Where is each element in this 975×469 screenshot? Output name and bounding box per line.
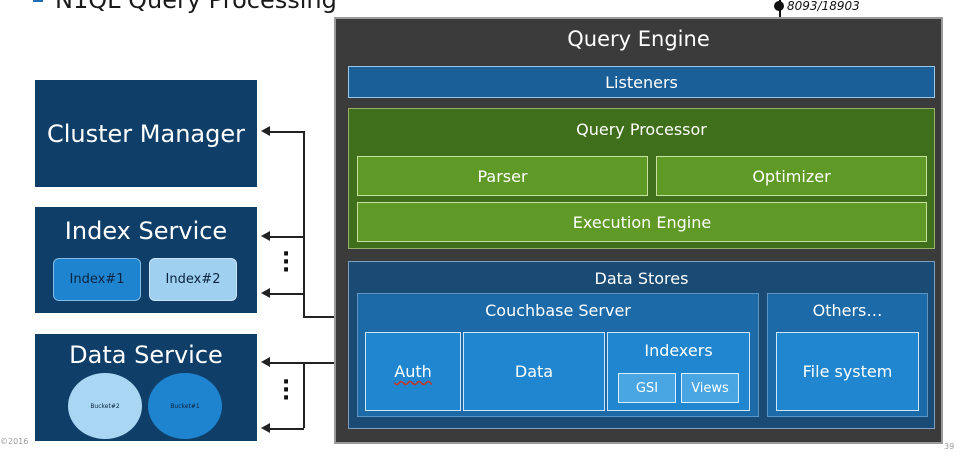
ellipsis-vertical-data: ···: [281, 370, 291, 411]
index-chip-1: Index#1: [53, 258, 141, 301]
connector-to-index-upper: [268, 236, 304, 238]
connector-to-engine-lower: [303, 362, 334, 364]
file-system-tile: File system: [776, 332, 919, 411]
arrow-to-index-lower: [261, 288, 270, 298]
index-service-label: Index Service: [64, 217, 228, 245]
indexers-tile: Indexers GSI Views: [607, 332, 750, 411]
page-title: N1QL Query Processing: [55, 0, 337, 14]
data-tile: Data: [463, 332, 605, 411]
ellipsis-vertical-index: ···: [281, 242, 291, 283]
data-stores-title-wrap: Data Stores: [349, 264, 934, 292]
others-title: Others…: [812, 300, 883, 320]
auth-tile: Auth: [365, 332, 461, 411]
cluster-manager-label: Cluster Manager: [46, 119, 245, 148]
connector-to-data-lower: [268, 428, 304, 430]
query-processor-title-wrap: Query Processor: [349, 115, 934, 143]
connector-vertical-lower: [303, 362, 305, 428]
arrow-to-index-upper: [261, 231, 270, 241]
port-label: 8093/18903: [787, 0, 860, 13]
bucket-circle-1: Bucket#2: [68, 373, 142, 439]
data-stores-title: Data Stores: [594, 268, 689, 288]
indexers-title-wrap: Indexers: [608, 337, 749, 363]
index-service-title-wrap: Index Service: [35, 211, 257, 251]
data-service-label: Data Service: [69, 341, 223, 369]
index-chip-2: Index#2: [149, 258, 237, 301]
slide-number: 39: [944, 442, 955, 451]
execution-engine-box: Execution Engine: [357, 202, 927, 242]
bucket-circle-2: Bucket#1: [148, 373, 222, 439]
data-service-box: Data Service Bucket#2 Bucket#1: [33, 332, 259, 443]
couchbase-server-title: Couchbase Server: [485, 300, 631, 320]
title-bullet: [33, 0, 43, 2]
connector-to-cluster-manager: [268, 131, 304, 133]
connector-vertical-upper: [303, 131, 305, 316]
copyright-text: ©2016: [0, 437, 29, 446]
connector-to-data-upper: [268, 362, 304, 364]
query-engine-box: Query Engine Listeners Query Processor P…: [334, 17, 943, 444]
indexers-title: Indexers: [644, 340, 713, 360]
others-box: Others… File system: [767, 293, 928, 417]
query-processor-title: Query Processor: [576, 119, 707, 139]
query-engine-title-wrap: Query Engine: [336, 22, 941, 56]
arrow-to-cluster-manager: [261, 126, 270, 136]
data-service-title-wrap: Data Service: [35, 336, 257, 374]
query-processor-box: Query Processor Parser Optimizer Executi…: [348, 108, 935, 249]
connector-to-engine-upper: [303, 316, 334, 318]
optimizer-box: Optimizer: [656, 156, 927, 196]
connector-to-index-lower: [268, 293, 304, 295]
views-box: Views: [681, 373, 739, 403]
couchbase-server-box: Couchbase Server Auth Data Indexers GSI …: [357, 293, 759, 417]
query-engine-title: Query Engine: [567, 27, 710, 51]
couchbase-server-title-wrap: Couchbase Server: [358, 296, 758, 324]
parser-box: Parser: [357, 156, 648, 196]
data-stores-box: Data Stores Couchbase Server Auth Data I…: [348, 261, 935, 429]
port-dot: [774, 1, 784, 11]
others-title-wrap: Others…: [768, 296, 927, 324]
arrow-to-data-upper: [261, 357, 270, 367]
auth-label: Auth: [394, 362, 432, 381]
index-service-box: Index Service Index#1 Index#2: [33, 205, 259, 315]
listeners-bar: Listeners: [348, 66, 935, 98]
cluster-manager-box: Cluster Manager: [33, 78, 259, 189]
gsi-box: GSI: [618, 373, 676, 403]
arrow-to-data-lower: [261, 423, 270, 433]
